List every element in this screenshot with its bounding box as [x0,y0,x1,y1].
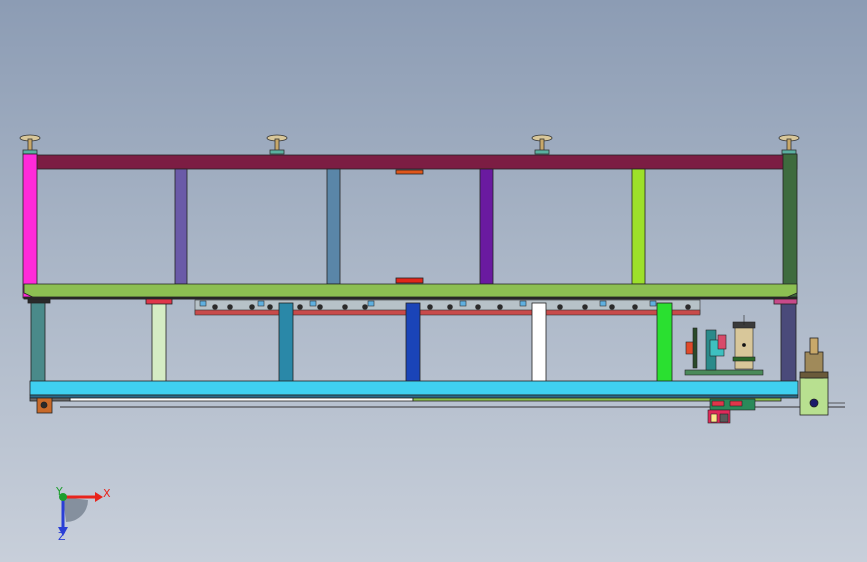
actuator-assembly [684,315,764,376]
roller-conveyor [194,299,701,316]
leg-4 [405,302,421,383]
x-axis-label: X [103,487,111,500]
upright-2 [326,168,341,285]
motor-icon [799,337,845,416]
leg-7-cap [773,298,798,305]
leg-2-cap [145,298,173,305]
leg-6 [656,302,673,383]
right-post [782,153,798,299]
y-axis-label: Y [56,485,63,498]
mounting-pad-4 [778,134,800,155]
leg-2 [151,301,167,383]
upper-frame [22,153,798,300]
left-post [22,153,38,299]
upright-4 [631,168,646,285]
leg-7 [780,302,797,383]
mounting-pad-2 [266,134,288,155]
lower-beam-rail [23,296,798,300]
leg-3 [278,302,294,383]
upright-3 [479,168,494,285]
leg-5 [531,302,547,383]
mounting-pad-1 [19,134,41,155]
top-center-plate [395,169,424,175]
leg-1-cap [27,298,51,304]
upright-1 [174,168,188,285]
base-rail-main [29,380,799,396]
lower-center-plate [395,277,424,284]
mounting-pads [19,134,800,155]
leg-1 [30,299,46,383]
coordinate-triad-icon [58,492,103,536]
z-axis-label: Z [58,530,66,543]
top-beam [23,154,798,170]
clamp-assembly [707,398,756,424]
base-rail [29,380,845,414]
mounting-pad-3 [531,134,553,155]
